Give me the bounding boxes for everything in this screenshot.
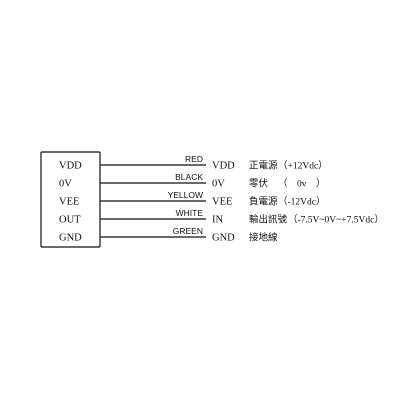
wire-color-label: WHITE — [176, 208, 204, 218]
destination-label: VEE — [212, 197, 232, 208]
range-label: （-7.5V~0V~+7.5Vdc） — [288, 214, 384, 226]
connector-block — [40, 151, 101, 248]
description-label: 正電源 — [249, 161, 278, 172]
description-label: 接地線 — [249, 232, 278, 244]
destination-label: 0V — [212, 179, 225, 190]
wire-color-label: BLACK — [175, 172, 203, 182]
wire-color-label: GREEN — [173, 226, 203, 236]
connection-row-gnd: GND GREEN GND 接地線 — [59, 226, 278, 244]
connection-row-out: OUT WHITE IN 輸出訊號（-7.5V~0V~+7.5Vdc） — [59, 208, 384, 226]
range-label: （ 0v ） — [278, 178, 326, 190]
destination-label: IN — [212, 215, 223, 226]
pin-label: VDD — [59, 161, 82, 172]
description-label: 輸出訊號 — [249, 214, 288, 226]
range-label: （+12Vdc） — [278, 160, 328, 172]
pin-label: GND — [59, 233, 82, 244]
pin-label: VEE — [59, 197, 79, 208]
pin-label: 0V — [59, 179, 72, 190]
pin-label: OUT — [59, 215, 81, 226]
connection-row-0v: 0V BLACK 0V 零伏 （ 0v ） — [59, 172, 326, 190]
connection-row-vee: VEE YELLOW VEE 負電源（-12Vdc） — [59, 190, 326, 208]
destination-label: VDD — [212, 161, 235, 172]
wire-color-label: YELLOW — [168, 190, 203, 200]
range-label: （-12Vdc） — [278, 196, 326, 208]
description-label: 零伏 — [249, 178, 269, 190]
wire-color-label: RED — [185, 154, 203, 164]
destination-label: GND — [212, 233, 235, 244]
connection-row-vdd: VDD RED VDD 正電源（+12Vdc） — [59, 154, 328, 172]
description-label: 負電源 — [249, 196, 278, 208]
